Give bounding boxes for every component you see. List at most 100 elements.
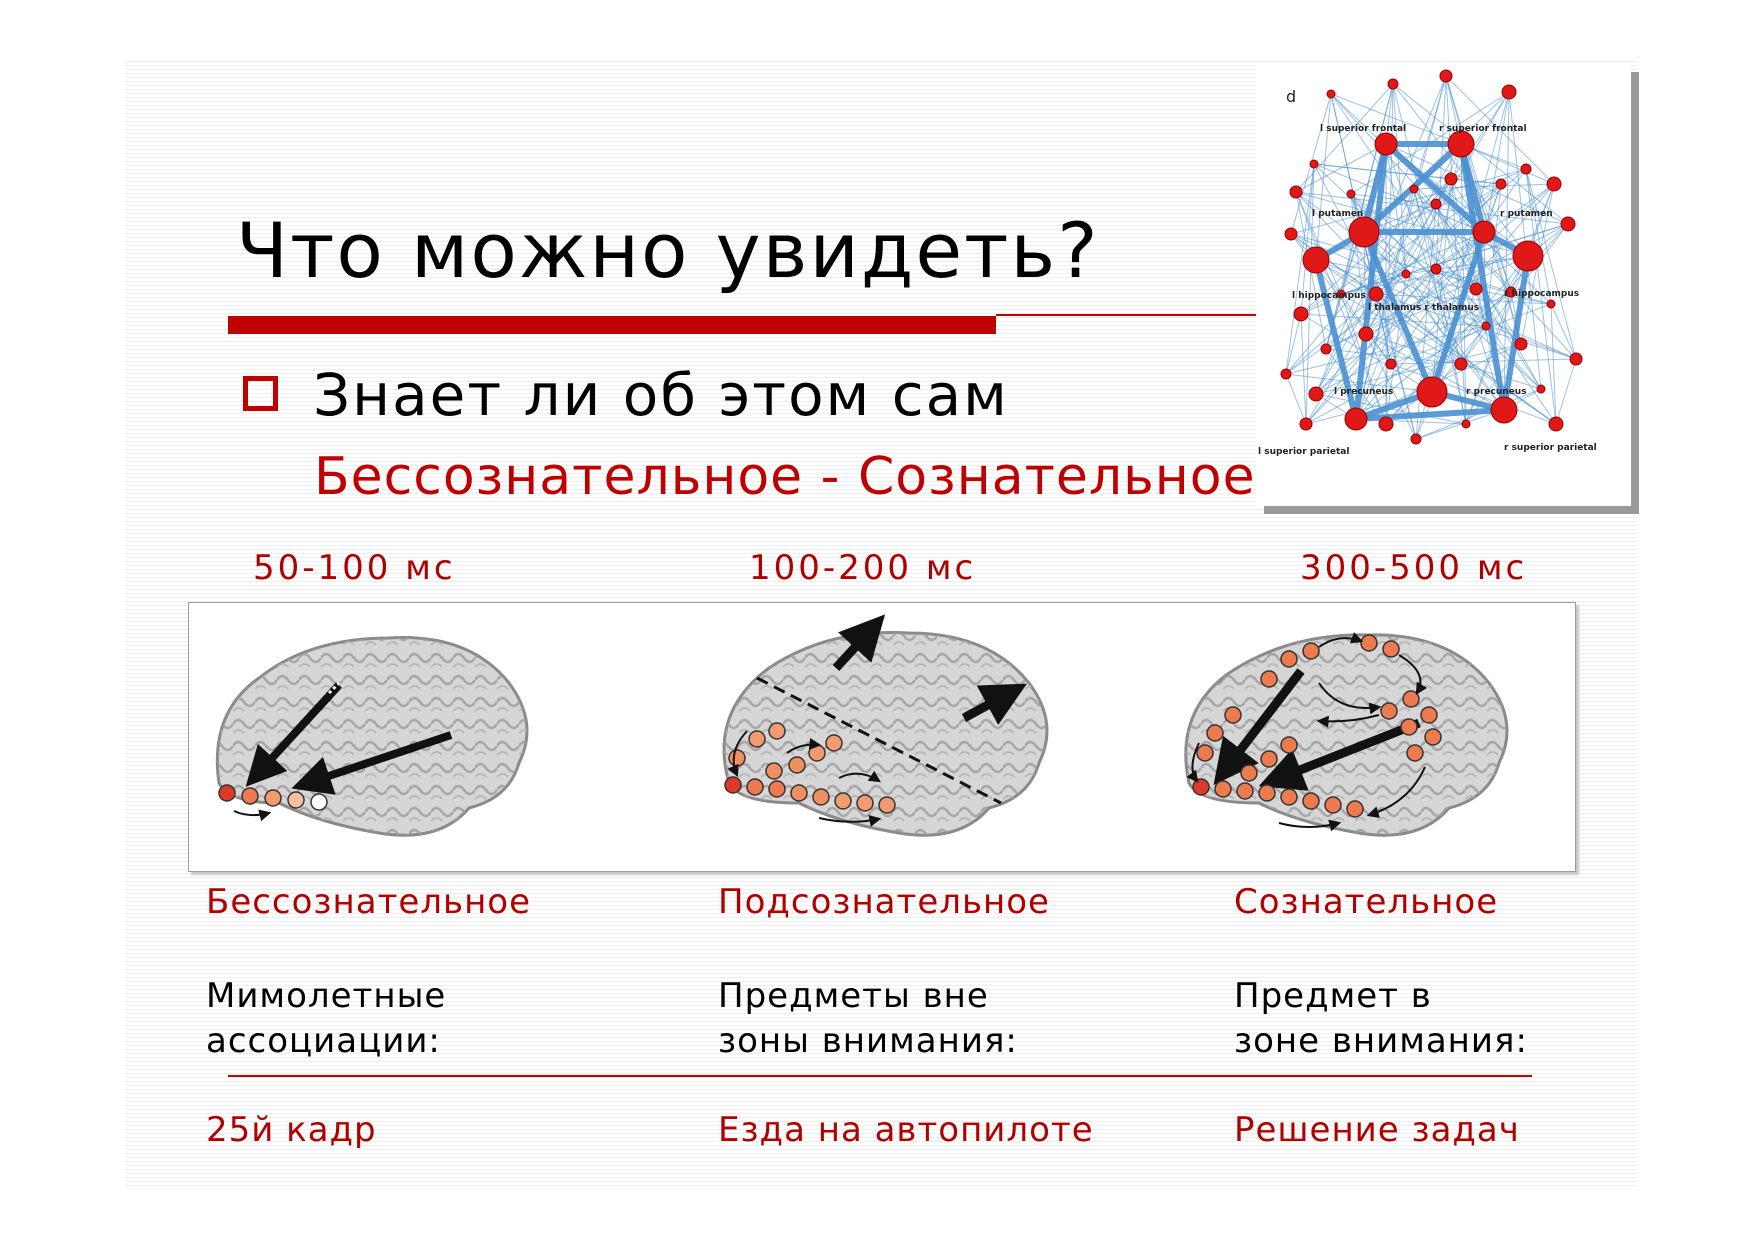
network-edge	[1458, 143, 1507, 411]
brain-3	[1184, 632, 1509, 837]
label-r-superior-frontal: r superior frontal	[1439, 124, 1527, 134]
network-edge	[1290, 233, 1577, 360]
network-edge	[1375, 293, 1392, 365]
network-node	[1569, 352, 1583, 366]
label-l-putamen: l putamen	[1312, 209, 1363, 219]
label-r-putamen: r putamen	[1500, 209, 1553, 219]
network-edge	[1355, 188, 1415, 420]
network-node	[1481, 321, 1491, 331]
network-edge	[1415, 409, 1505, 440]
col-1-desc-line1: Мимолетные	[206, 976, 447, 1016]
network-node	[1447, 130, 1475, 158]
network-edge	[1305, 163, 1315, 425]
network-edge	[1340, 293, 1462, 365]
network-node	[1284, 227, 1298, 241]
brain-diagrams	[215, 614, 1509, 837]
brain-diagrams-panel	[188, 602, 1576, 872]
network-edge	[1300, 313, 1307, 425]
network-edge	[1355, 75, 1447, 420]
network-edge	[1365, 333, 1505, 411]
network-node	[1454, 357, 1468, 371]
network-edge	[1325, 348, 1462, 365]
network-edge	[1365, 333, 1542, 390]
network-node	[1326, 89, 1336, 99]
network-node	[1368, 286, 1384, 302]
network-edge	[1392, 83, 1462, 365]
network-edge	[1355, 407, 1505, 422]
network-edge	[1465, 183, 1555, 425]
col-2-desc-line2: зоны внимания:	[718, 1021, 1018, 1061]
network-edge	[1285, 178, 1452, 375]
network-edge	[1305, 325, 1487, 425]
network-node	[1346, 189, 1356, 199]
network-node	[1289, 185, 1303, 199]
network-edge	[1353, 143, 1389, 420]
network-edge	[1503, 91, 1510, 411]
network-node	[1495, 178, 1507, 190]
network-edge	[1525, 168, 1552, 305]
network-edge	[1355, 143, 1462, 420]
square-bullet-icon	[243, 376, 278, 411]
label-l-superior-frontal: l superior frontal	[1320, 124, 1406, 134]
network-edge	[1365, 288, 1477, 335]
title-underline-bar	[228, 316, 996, 334]
time-label-3: 300-500 мс	[1300, 548, 1528, 588]
panel-letter: d	[1286, 87, 1296, 106]
network-node	[1520, 163, 1532, 175]
network-edge	[1550, 303, 1557, 425]
network-edge	[1305, 231, 1485, 425]
network-edge	[1375, 293, 1577, 360]
network-edge	[1365, 333, 1417, 440]
network-edge	[1385, 273, 1407, 425]
network-node	[1410, 433, 1422, 445]
network-edge	[1460, 255, 1529, 365]
network-node	[1374, 132, 1398, 156]
network-node	[1430, 263, 1442, 275]
network-edge	[1330, 93, 1557, 425]
network-node	[1280, 368, 1292, 380]
network-edge	[1375, 293, 1557, 425]
network-node	[1348, 216, 1380, 248]
network-edge	[1392, 83, 1407, 275]
label-r-superior-parietal: r superior parietal	[1504, 443, 1597, 453]
network-edge	[1300, 163, 1315, 315]
network-edge	[1525, 168, 1577, 360]
col-3-label: Сознательное	[1234, 882, 1499, 922]
network-edge	[1295, 191, 1387, 425]
network-edge	[1313, 259, 1359, 420]
time-label-1: 50-100 мс	[253, 548, 456, 588]
col-1-description: Мимолетные ассоциации:	[206, 974, 446, 1064]
network-node	[1409, 184, 1419, 194]
network-node	[1536, 384, 1546, 394]
network-node	[1416, 376, 1448, 408]
brain-2	[722, 614, 1049, 837]
network-edge	[1501, 255, 1531, 411]
network-edge	[1555, 358, 1577, 425]
network-node	[1514, 337, 1528, 351]
network-edge	[1330, 93, 1552, 305]
network-edge	[1435, 183, 1555, 270]
title-underline-thin	[996, 314, 1256, 316]
network-edge	[1435, 268, 1522, 345]
network-edge	[1315, 183, 1555, 395]
label-l-hippocampus: l hippocampus	[1292, 291, 1366, 301]
network-edge	[1300, 183, 1502, 315]
subtitle: Бессознательное - Сознательное	[314, 447, 1256, 507]
network-node	[1302, 246, 1330, 274]
network-node	[1512, 240, 1544, 272]
network-node	[1401, 269, 1411, 279]
network-node	[1439, 69, 1453, 83]
network-node	[1490, 396, 1518, 424]
network-node	[1560, 216, 1576, 232]
network-edge	[1355, 268, 1437, 420]
network-edge	[1460, 143, 1467, 425]
network-edge	[1450, 178, 1487, 327]
network-edge	[1525, 168, 1557, 425]
network-edge	[1435, 75, 1447, 270]
network-node	[1299, 417, 1313, 431]
col-2-example: Езда на автопилоте	[718, 1110, 1094, 1150]
network-edge	[1385, 143, 1569, 225]
network-edge	[1435, 268, 1512, 293]
network-edge	[1340, 83, 1394, 295]
network-edge	[1383, 141, 1487, 235]
